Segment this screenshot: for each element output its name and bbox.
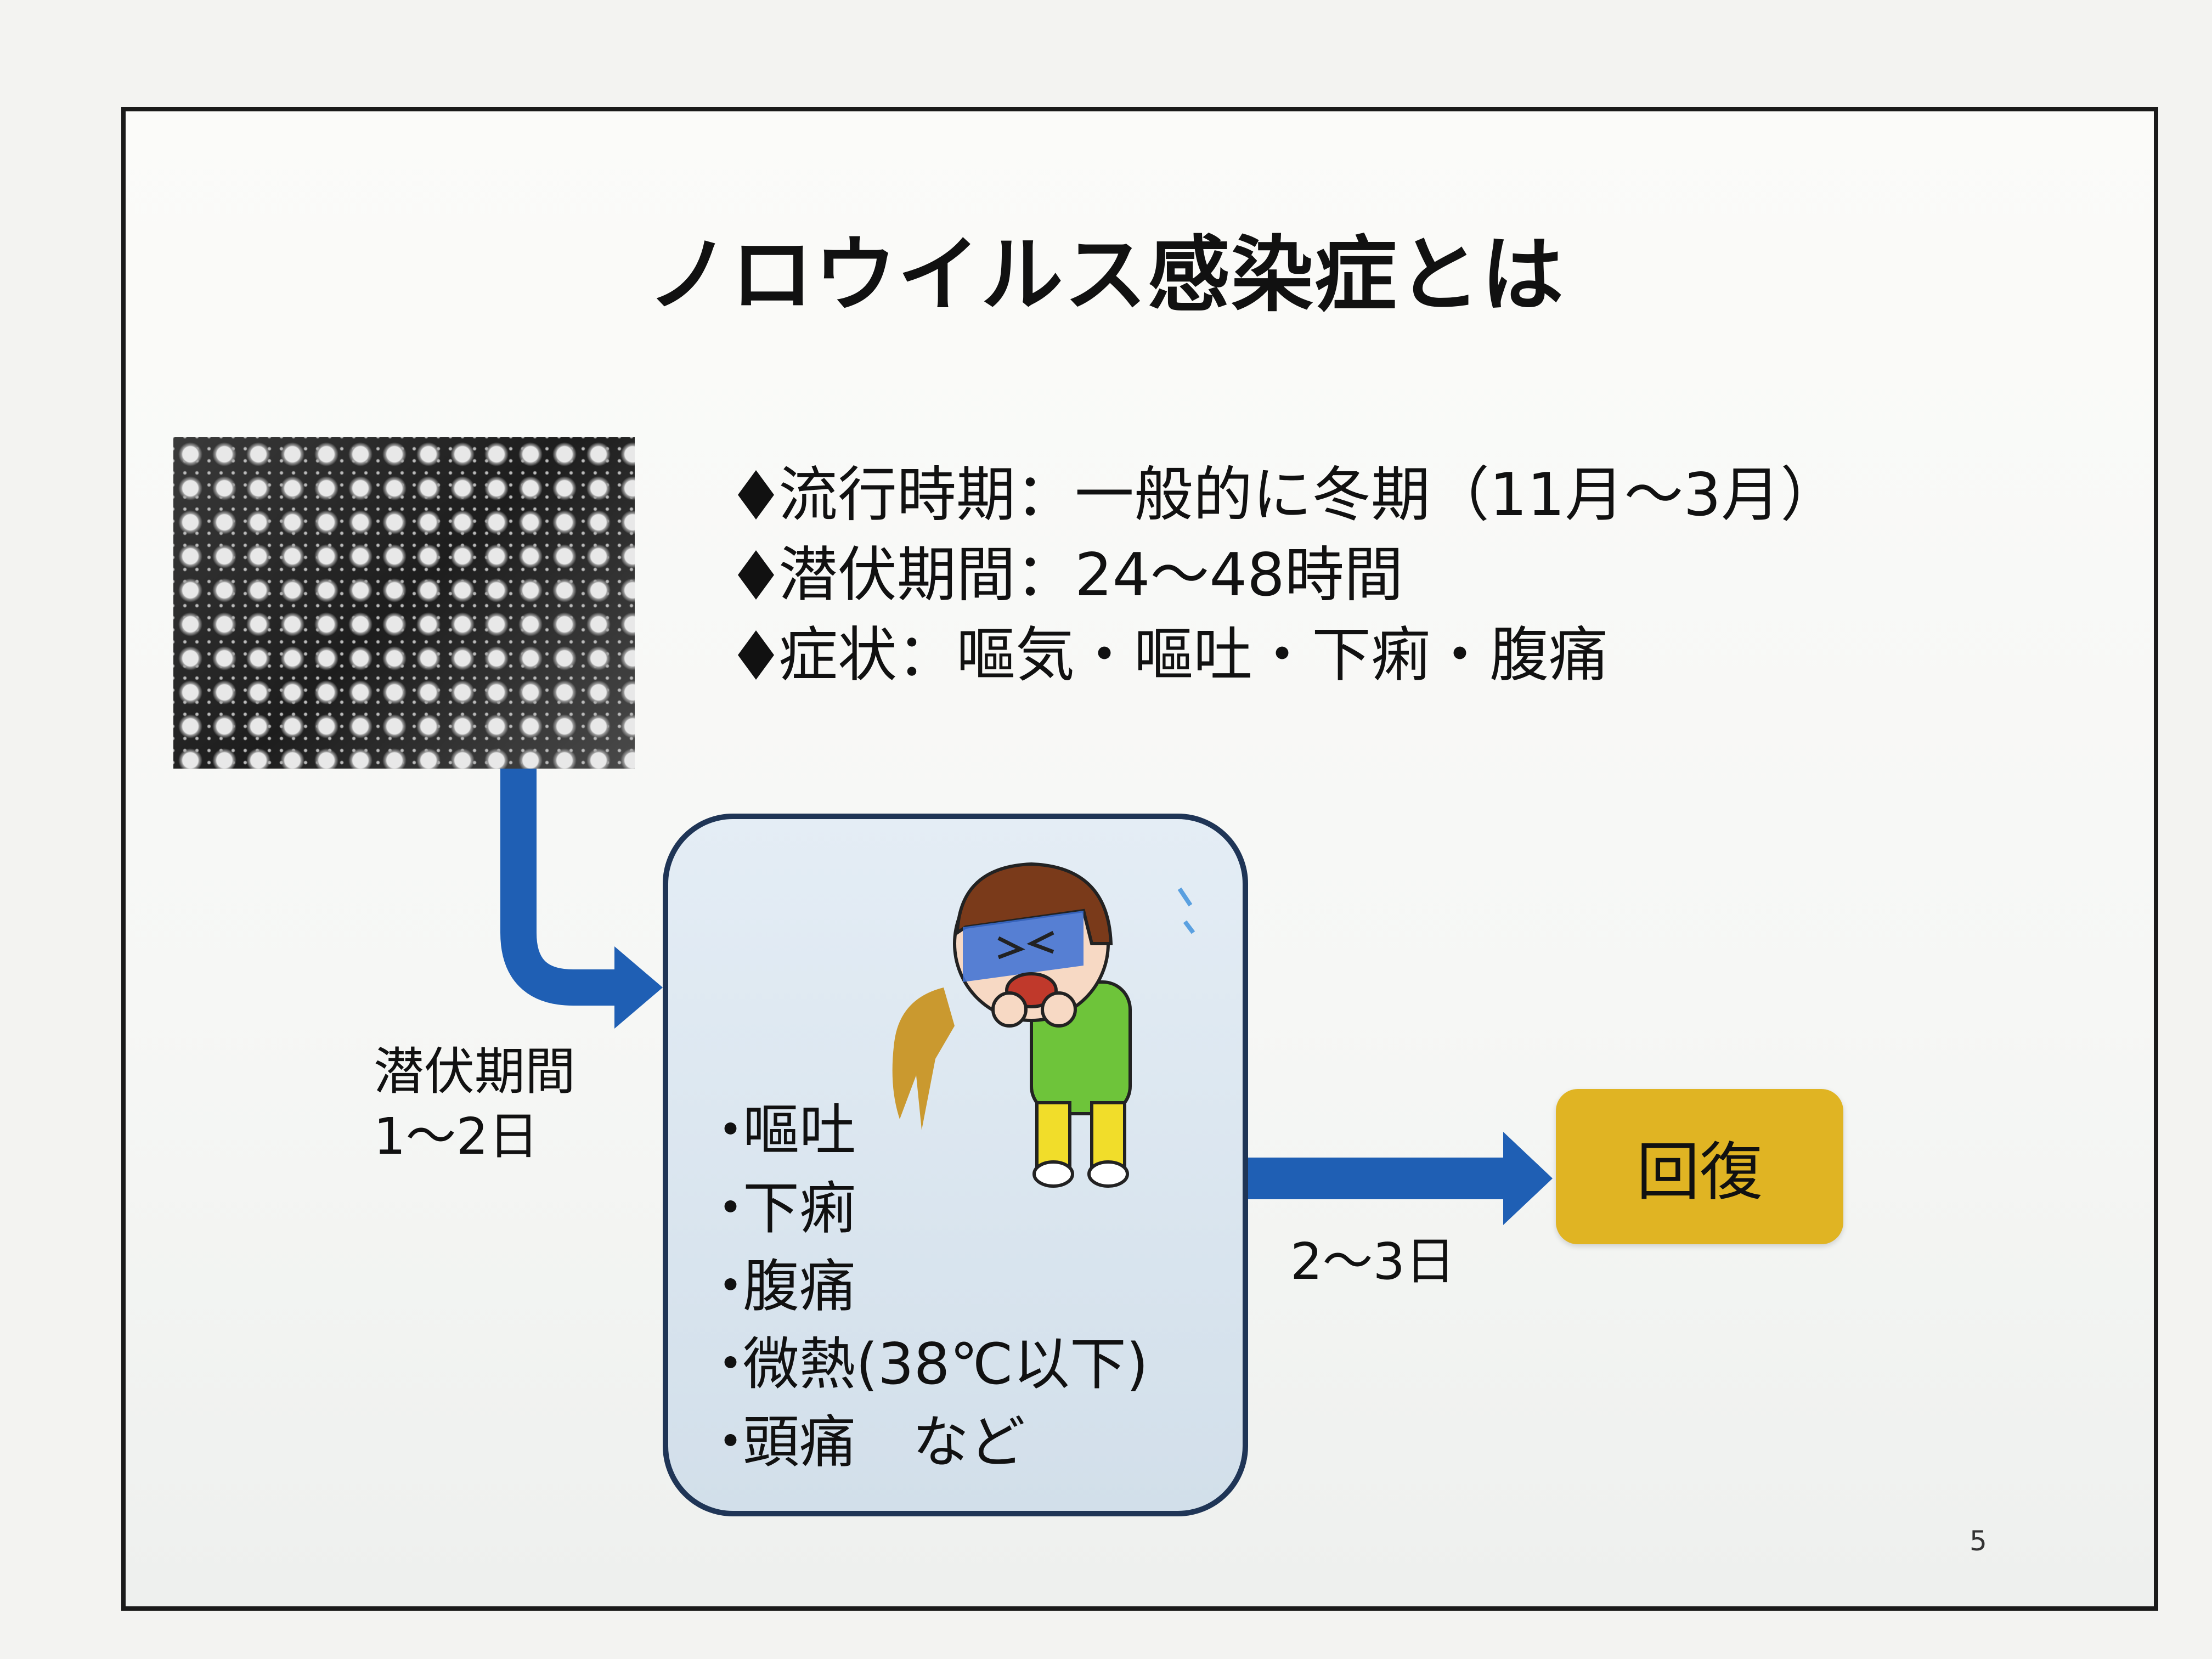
symptom-item: ・下痢 <box>702 1176 856 1242</box>
page-number: 5 <box>1970 1525 1987 1557</box>
diamond-bullet-icon <box>738 470 774 520</box>
recovery-box: 回復 <box>1556 1089 1843 1244</box>
symptom-item: ・腹痛 <box>702 1254 856 1319</box>
incubation-arrow <box>500 769 617 1006</box>
symptom-item: ・微熱(38℃以下) <box>702 1331 1149 1397</box>
norovirus-micrograph <box>173 437 635 769</box>
recovery-arrowhead <box>1503 1132 1553 1225</box>
recovery-days-label: 2～3日 <box>1290 1232 1456 1291</box>
fact-bullets: 流行時期：一般的に冬期（11月～3月） 潜伏期間：24～48時間 症状：嘔気・嘔… <box>738 455 1839 696</box>
symptom-list: ・嘔吐 ・下痢 ・腹痛 ・微熱(38℃以下) ・頭痛 など <box>702 1092 1148 1481</box>
bullet-item: 流行時期：一般的に冬期（11月～3月） <box>738 455 1839 535</box>
bullet-item: 症状：嘔気・嘔吐・下痢・腹痛 <box>738 616 1839 696</box>
incubation-arrowhead <box>614 946 663 1029</box>
symptom-item: ・頭痛 など <box>702 1409 1025 1475</box>
incubation-label: 潜伏期間 1～2日 <box>374 1042 576 1166</box>
diamond-bullet-icon <box>738 630 774 680</box>
symptom-item: ・嘔吐 <box>702 1098 856 1164</box>
recovery-arrow-shaft <box>1248 1158 1506 1199</box>
diamond-bullet-icon <box>738 550 774 600</box>
slide-title: ノロウイルス感染症とは <box>647 228 1565 323</box>
bullet-item: 潜伏期間：24～48時間 <box>738 535 1839 616</box>
